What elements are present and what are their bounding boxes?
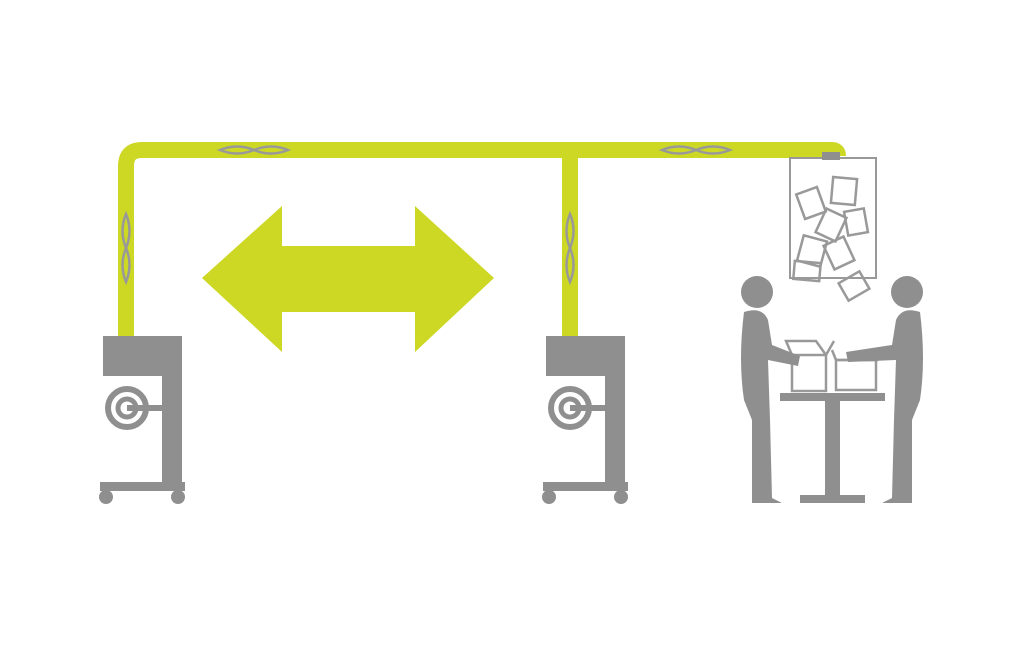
box-icons — [784, 339, 884, 393]
fan-icons — [121, 145, 734, 286]
double-arrow-icon — [202, 206, 494, 352]
machine-icon — [99, 336, 185, 504]
table-icon — [780, 393, 885, 503]
box-icon — [834, 358, 878, 392]
fan-icon — [121, 210, 131, 286]
person-icon — [846, 276, 923, 503]
box-icon — [790, 353, 828, 393]
conveyor-pipe — [118, 142, 846, 336]
person-icon — [741, 276, 800, 503]
machine-icon — [542, 336, 628, 504]
fan-icon — [565, 210, 575, 286]
fan-icon — [216, 145, 292, 155]
fan-icon — [658, 145, 734, 155]
bag-icon — [789, 152, 877, 303]
